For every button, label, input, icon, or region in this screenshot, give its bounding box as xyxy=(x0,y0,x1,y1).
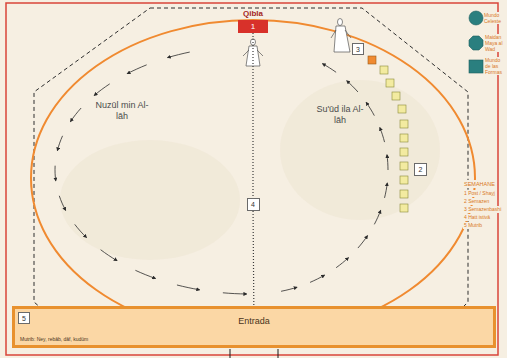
map-texture xyxy=(280,80,440,220)
node-text: 1 xyxy=(238,20,268,33)
semazen-square xyxy=(400,134,408,142)
node-title: Qibla xyxy=(241,9,265,19)
node-title: 4 xyxy=(248,199,259,210)
semazen-square xyxy=(400,190,408,198)
flow-arrow xyxy=(281,287,297,291)
flow-arrow xyxy=(310,275,324,282)
flow-arrow xyxy=(385,183,388,198)
entrance-post xyxy=(278,349,279,358)
callout-number: 4 xyxy=(247,198,260,211)
flow-arrow xyxy=(347,81,358,92)
flow-arrow xyxy=(177,285,200,290)
flow-arrow xyxy=(94,84,109,96)
flow-arrow xyxy=(223,293,247,294)
flow-arrow xyxy=(55,166,57,181)
outer-frame xyxy=(6,3,498,355)
flow-arrow xyxy=(57,136,62,151)
legend-shapes xyxy=(469,11,483,73)
callout-number: 5 xyxy=(18,312,30,324)
flow-arrow xyxy=(71,108,82,122)
semazen-square xyxy=(392,92,400,100)
node-title: 3 xyxy=(353,44,363,55)
semazen-square xyxy=(380,66,388,74)
flow-arrow xyxy=(135,270,155,278)
node-title: Entrada xyxy=(15,316,493,327)
key-item: 2 Semazen xyxy=(463,198,490,205)
flow-arrow xyxy=(75,224,87,237)
node-title: 2 xyxy=(415,164,426,175)
callout-number: 2 xyxy=(414,163,427,176)
walking-figure xyxy=(331,19,351,53)
flow-arrow xyxy=(127,65,146,74)
legend-text: Mundo de las Formas xyxy=(485,57,507,75)
entrance-post xyxy=(230,349,231,358)
qibla-box: Qibla1 xyxy=(228,9,278,36)
semazen-square xyxy=(386,79,394,87)
flow-arrow xyxy=(387,155,388,170)
flow-arrow xyxy=(168,52,190,58)
semazenbashi-square xyxy=(368,56,376,64)
qibla-marker: 1 xyxy=(238,20,268,33)
map-texture xyxy=(60,140,240,260)
flow-arrow xyxy=(101,250,117,261)
legend-text: Maidan Maya al Wad xyxy=(485,34,507,52)
flow-arrow xyxy=(323,64,337,73)
movement-label: Nuzūl min Al-lāh xyxy=(94,100,150,122)
key-heading: SEMAHANE xyxy=(463,180,496,188)
flow-arrow xyxy=(336,258,348,268)
axis-line xyxy=(252,33,253,198)
rotation-arrows xyxy=(55,52,388,294)
flow-arrow xyxy=(358,236,368,248)
key-item: 4 Hatt istivâ xyxy=(463,214,491,221)
flow-arrow xyxy=(380,128,385,143)
semazen-square xyxy=(400,120,408,128)
semazen-square xyxy=(400,148,408,156)
node-title: 5 xyxy=(19,313,29,324)
node-text: Mutrib: Ney, rebâb, dâf, kudüm xyxy=(15,336,88,342)
key-item: 5 Mutrib xyxy=(463,222,483,229)
semazen-square xyxy=(400,176,408,184)
flow-arrow xyxy=(374,210,380,224)
semazen-square xyxy=(400,204,408,212)
flow-arrow xyxy=(366,102,374,115)
celestial-circle xyxy=(31,20,475,336)
key-item: 1 Post / Shayj xyxy=(463,190,496,197)
semazen-square xyxy=(398,105,406,113)
legend-text: Mundo Celeste xyxy=(484,12,506,24)
semazen-square xyxy=(400,162,408,170)
key-item: 3 Semazenbashi xyxy=(463,206,502,213)
semazen-squares xyxy=(380,66,408,212)
movement-label: Su'ūd ila Al-lāh xyxy=(312,104,368,126)
callout-number: 3 xyxy=(352,43,364,55)
flow-arrow xyxy=(59,196,65,211)
axis-line xyxy=(252,211,254,306)
octagon-outline xyxy=(34,8,468,347)
entrance-band: EntradaMutrib: Ney, rebâb, dâf, kudüm 5 xyxy=(12,306,496,348)
